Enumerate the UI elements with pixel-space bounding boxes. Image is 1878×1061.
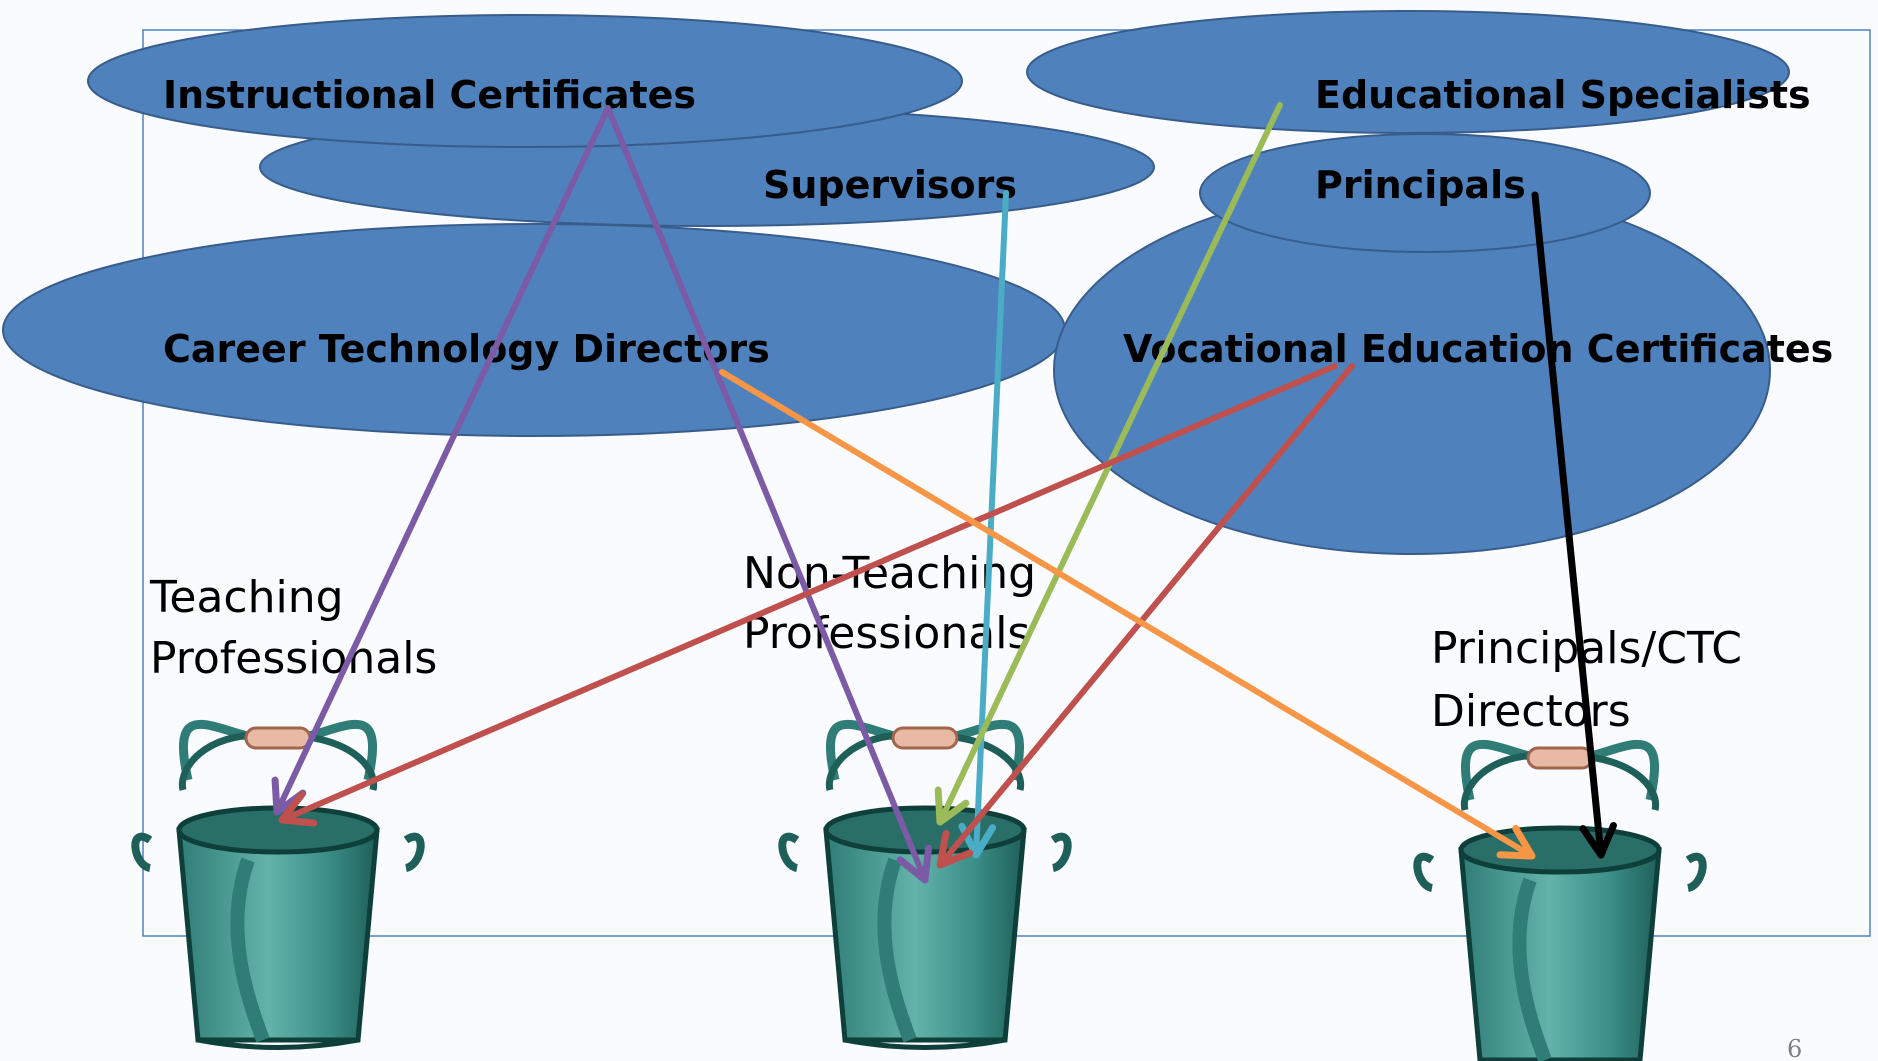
bucket-nonteaching-icon (778, 719, 1072, 1050)
arrowhead-instructional-to-nonteaching (896, 844, 933, 884)
bucket-label-principals-line1: Principals/CTC (1431, 623, 1742, 674)
arrows-layer (271, 102, 1617, 884)
bucket-label-teaching-line1: Teaching (149, 572, 344, 623)
arrowhead-educational-to-nonteaching (934, 786, 970, 826)
arrowhead-principals-to-principals_ctc (1579, 822, 1617, 859)
bucket-label-principals-line2: Directors (1431, 686, 1631, 737)
arrowhead-career-to-principals_ctc (1496, 824, 1536, 860)
arrow-instructional-to-teaching (274, 105, 611, 815)
arrow-supervisors-to-nonteaching (973, 190, 1009, 858)
label-career: Career Technology Directors (163, 327, 770, 371)
label-instructional: Instructional Certificates (163, 73, 696, 117)
category-labels: Instructional Certificates Supervisors C… (163, 73, 1833, 371)
label-educational: Educational Specialists (1315, 73, 1811, 117)
ellipse-educational (1026, 10, 1790, 134)
bucket-label-teaching-line2: Professionals (150, 633, 437, 684)
arrowhead-vocational-to-nonteaching (936, 830, 974, 869)
arrow-vocational-to-teaching (279, 363, 1338, 823)
page-number: 6 (1787, 1035, 1802, 1061)
bucket-teaching-icon (131, 719, 425, 1050)
label-vocational: Vocational Education Certificates (1123, 327, 1833, 371)
label-principals: Principals (1315, 163, 1526, 207)
arrow-vocational-to-nonteaching (937, 363, 1355, 868)
ellipse-instructional (87, 14, 963, 148)
category-ellipses (2, 10, 1790, 555)
arrowhead-vocational-to-teaching (278, 791, 318, 827)
arrow-instructional-to-nonteaching (605, 105, 928, 883)
label-supervisors: Supervisors (763, 163, 1017, 207)
arrow-principals-to-principals_ctc (1531, 191, 1605, 859)
bucket-principals-ctc-icon (1413, 739, 1707, 1061)
arrow-career-to-principals_ctc (719, 369, 1535, 859)
